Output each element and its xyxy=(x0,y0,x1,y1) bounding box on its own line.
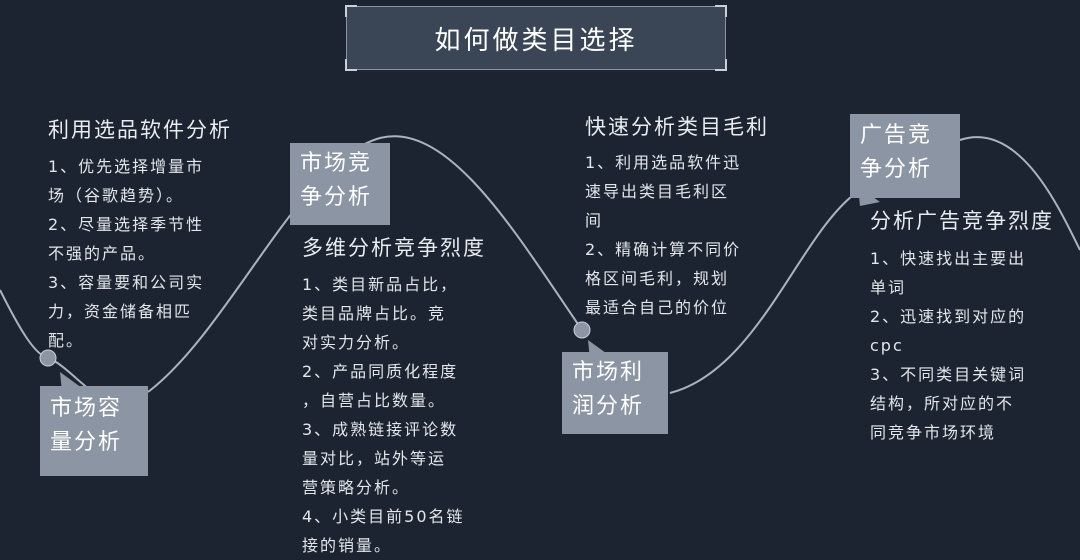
step-heading-1: 利用选品软件分析 xyxy=(48,118,232,142)
step-label-market-competition: 市场竞 争分析 xyxy=(290,143,390,225)
body-line: 同竞争市场环境 xyxy=(870,423,997,442)
step-label-line: 广告竞 xyxy=(860,123,933,148)
body-line: 最适合自己的价位 xyxy=(585,298,730,317)
body-line: 1、优先选择增量市 xyxy=(48,157,205,176)
title-box: 如何做类目选择 xyxy=(345,5,727,71)
step-label-market-size: 市场容 量分析 xyxy=(40,386,148,476)
body-line: 3、容量要和公司实 xyxy=(48,273,205,292)
body-line: 量对比，站外等运 xyxy=(302,449,447,468)
body-line: 3、成熟链接评论数 xyxy=(302,420,459,439)
body-line: 2、产品同质化程度 xyxy=(302,362,459,381)
step-label-ad-competition: 广告竞 争分析 xyxy=(850,114,960,198)
node-marker-1 xyxy=(39,349,57,367)
step-label-line: 市场竞 xyxy=(300,151,373,176)
body-line: 2、尽量选择季节性 xyxy=(48,215,205,234)
page-title: 如何做类目选择 xyxy=(434,25,638,56)
body-line: 格区间毛利，规划 xyxy=(585,269,730,288)
body-line: 1、快速找出主要出 xyxy=(870,249,1027,268)
step-label-line: 争分析 xyxy=(300,185,373,210)
step-label-market-profit: 市场利 润分析 xyxy=(562,352,668,434)
body-line: 间 xyxy=(585,211,604,230)
body-line: 配。 xyxy=(48,331,85,350)
step-label-line: 润分析 xyxy=(572,394,645,419)
step-body-2: 1、类目新品占比， 类目品牌占比。竞 对实力分析。 2、产品同质化程度 ，自营占… xyxy=(302,270,465,560)
step-heading-3: 快速分析类目毛利 xyxy=(585,115,769,139)
step-label-line: 量分析 xyxy=(50,430,123,455)
body-line: 接的销量。 xyxy=(302,536,393,555)
body-line: ，自营占比数量。 xyxy=(302,391,447,410)
step-heading-2: 多维分析竞争烈度 xyxy=(302,236,486,260)
step-body-4: 1、快速找出主要出 单词 2、迅速找到对应的 cpc 3、不同类目关键词 结构，… xyxy=(870,244,1026,447)
body-line: 速导出类目毛利区 xyxy=(585,182,730,201)
body-line: 2、迅速找到对应的 xyxy=(870,307,1027,326)
body-line: 类目品牌占比。竞 xyxy=(302,304,447,323)
body-line: 1、利用选品软件迅 xyxy=(585,153,742,172)
body-line: 不强的产品。 xyxy=(48,244,157,263)
body-line: 2、精确计算不同价 xyxy=(585,240,742,259)
body-line: 结构，所对应的不 xyxy=(870,394,1015,413)
body-line: cpc xyxy=(870,336,904,355)
step-label-line: 市场利 xyxy=(572,360,645,385)
body-line: 力，资金储备相匹 xyxy=(48,302,193,321)
body-line: 对实力分析。 xyxy=(302,333,411,352)
body-line: 单词 xyxy=(870,278,907,297)
step-label-line: 市场容 xyxy=(50,396,123,421)
body-line: 4、小类目前50名链 xyxy=(302,507,465,526)
body-line: 营策略分析。 xyxy=(302,478,411,497)
body-line: 场（谷歌趋势）。 xyxy=(48,186,185,205)
step-heading-4: 分析广告竞争烈度 xyxy=(870,209,1054,233)
node-marker-3 xyxy=(573,321,591,339)
step-body-1: 1、优先选择增量市 场（谷歌趋势）。 2、尽量选择季节性 不强的产品。 3、容量… xyxy=(48,152,204,355)
body-line: 1、类目新品占比， xyxy=(302,275,459,294)
body-line: 3、不同类目关键词 xyxy=(870,365,1027,384)
step-label-line: 争分析 xyxy=(860,157,933,182)
step-body-3: 1、利用选品软件迅 速导出类目毛利区 间 2、精确计算不同价 格区间毛利，规划 … xyxy=(585,148,741,322)
